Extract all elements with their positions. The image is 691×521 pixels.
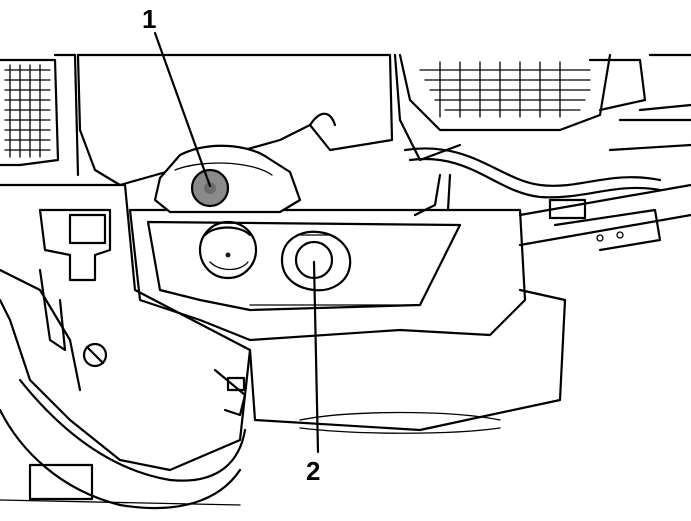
leader-line-1 [153,31,212,188]
left-bracket [38,208,112,368]
callout-2: 2 [306,456,320,486]
right-frame [518,183,691,252]
reservoir [153,144,302,214]
white-cap [280,230,352,292]
center-housing [128,208,527,342]
hoses [403,147,662,217]
callout-1: 1 [142,4,156,34]
left-grille [0,53,80,177]
lower-drum [248,288,567,434]
left-lower-body [0,183,252,510]
engine-cover [76,53,462,187]
leader-line-2 [312,260,320,454]
callout-leaders [153,31,320,454]
engine-top-right [398,53,691,152]
connector [213,368,247,417]
filler-neck [198,220,258,280]
